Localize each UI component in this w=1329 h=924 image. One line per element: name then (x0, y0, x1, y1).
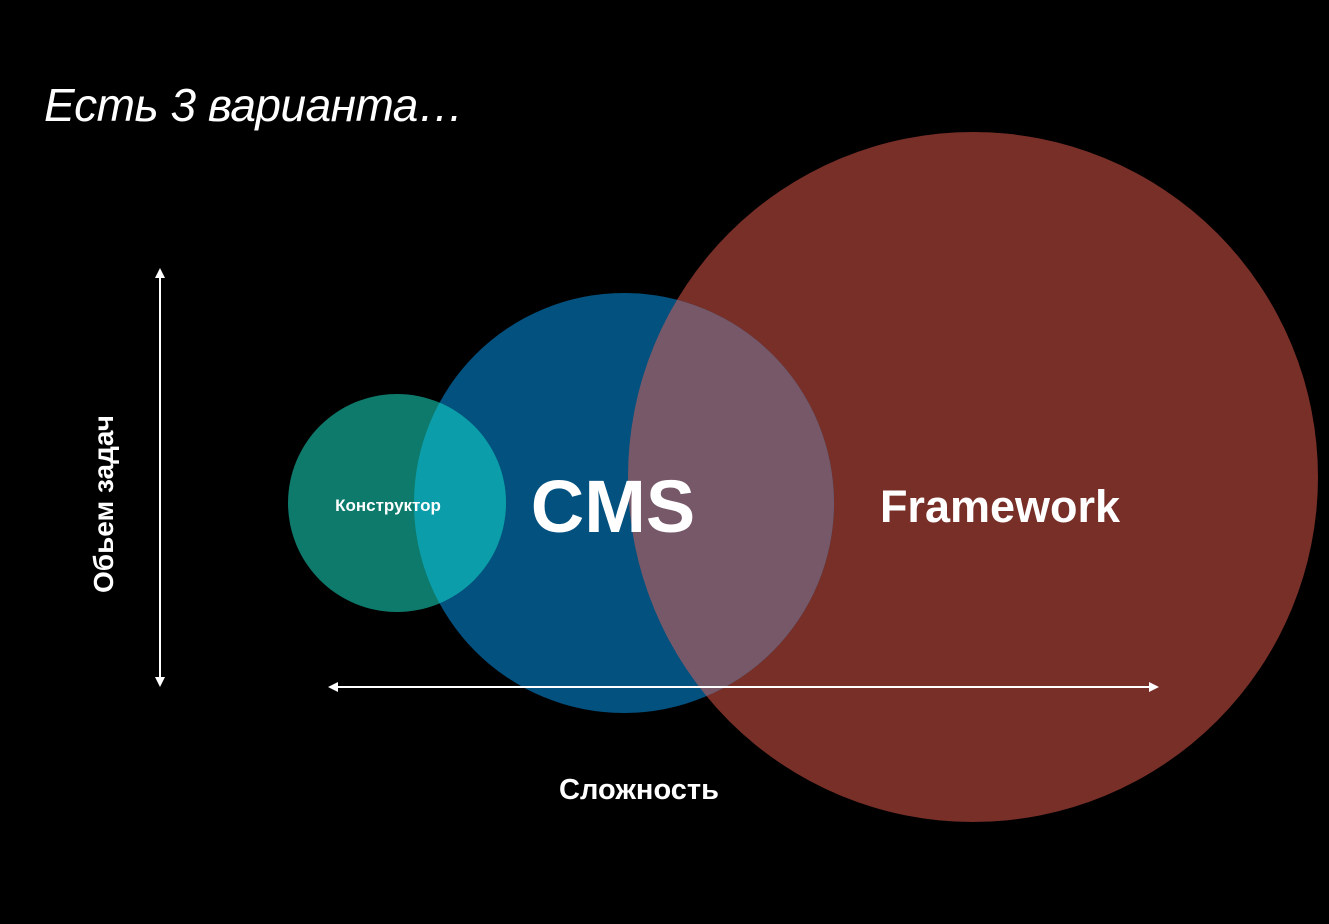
framework-label: Framework (880, 481, 1121, 532)
constructor-label: Конструктор (335, 496, 441, 515)
cms-framework-overlap (628, 293, 834, 713)
x-axis-label: Сложность (559, 774, 719, 806)
y-axis-label: Обьем задач (88, 415, 119, 593)
slide-title: Есть 3 варианта… (44, 79, 464, 131)
cms-label: CMS (531, 465, 695, 548)
framework-circle (628, 132, 1318, 822)
